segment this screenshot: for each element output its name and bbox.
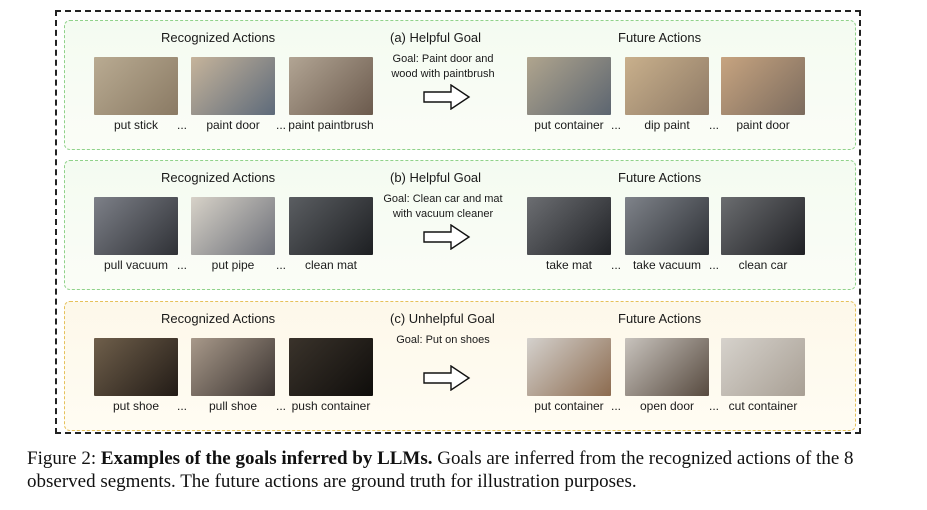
goal-header: (a) Helpful Goal <box>390 30 482 45</box>
recognized-thumbnail-3 <box>289 338 373 396</box>
ellipsis: ... <box>709 399 720 413</box>
future-thumbnail-3 <box>721 338 805 396</box>
figure-frame <box>55 10 861 434</box>
recognized-action-label: push container <box>291 399 371 413</box>
future-action-label: put container <box>534 118 604 132</box>
panel-3: Recognized Actions (c) Unhelpful Goal Futu… <box>64 301 856 431</box>
recognized-action-label: pull vacuum <box>103 258 169 272</box>
future-action-label: take mat <box>545 258 593 272</box>
recognized-thumbnail-1 <box>94 57 178 115</box>
recognized-actions-header: Recognized Actions <box>161 311 276 326</box>
ellipsis: ... <box>611 258 622 272</box>
ellipsis: ... <box>177 399 188 413</box>
right-arrow-icon <box>423 365 471 391</box>
ellipsis: ... <box>177 258 188 272</box>
future-thumbnail-3 <box>721 197 805 255</box>
recognized-action-label: pull shoe <box>208 399 258 413</box>
ellipsis: ... <box>709 258 720 272</box>
ellipsis: ... <box>276 258 287 272</box>
recognized-actions-header: Recognized Actions <box>161 30 276 45</box>
future-thumbnail-2 <box>625 57 709 115</box>
ellipsis: ... <box>611 118 622 132</box>
future-action-label: clean car <box>738 258 788 272</box>
caption-rest: Goals are inferred from the recognized a… <box>27 448 854 492</box>
future-action-label: put container <box>534 399 604 413</box>
future-thumbnail-1 <box>527 338 611 396</box>
right-arrow-icon <box>423 84 471 110</box>
recognized-actions-header: Recognized Actions <box>161 170 276 185</box>
goal-header: (c) Unhelpful Goal <box>390 311 495 326</box>
future-actions-header: Future Actions <box>618 30 702 45</box>
recognized-action-label: paint paintbrush <box>288 118 374 132</box>
caption-prefix: Figure 2: <box>27 448 101 469</box>
ellipsis: ... <box>276 118 287 132</box>
ellipsis: ... <box>611 399 622 413</box>
recognized-action-label: put stick <box>113 118 158 132</box>
future-thumbnail-1 <box>527 57 611 115</box>
right-arrow-icon <box>423 224 471 250</box>
panel-2: Recognized Actions (b) Helpful Goal Future… <box>64 160 856 290</box>
future-action-label: paint door <box>736 118 790 132</box>
goal-text: Goal: Clean car and mat with vacuum clea… <box>383 193 503 220</box>
future-actions-header: Future Actions <box>618 311 702 326</box>
recognized-action-label: put shoe <box>112 399 160 413</box>
ellipsis: ... <box>276 399 287 413</box>
recognized-thumbnail-3 <box>289 57 373 115</box>
goal-text: Goal: Paint door and wood with paintbrus… <box>391 53 495 80</box>
caption-bold: Examples of the goals inferred by LLMs. <box>100 448 433 469</box>
future-thumbnail-3 <box>721 57 805 115</box>
recognized-action-label: clean mat <box>304 258 358 272</box>
recognized-thumbnail-1 <box>94 197 178 255</box>
figure-caption: Figure 2: Examples of the goals inferred… <box>27 447 922 493</box>
ellipsis: ... <box>177 118 188 132</box>
future-thumbnail-2 <box>625 197 709 255</box>
future-action-label: cut container <box>728 399 798 413</box>
future-action-label: dip paint <box>644 118 690 132</box>
goal-header: (b) Helpful Goal <box>390 170 482 185</box>
future-actions-header: Future Actions <box>618 170 702 185</box>
recognized-thumbnail-1 <box>94 338 178 396</box>
panel-1: Recognized Actions (a) Helpful Goal Future… <box>64 20 856 150</box>
ellipsis: ... <box>709 118 720 132</box>
recognized-thumbnail-2 <box>191 57 275 115</box>
future-thumbnail-2 <box>625 338 709 396</box>
goal-text: Goal: Put on shoes <box>396 334 490 346</box>
recognized-thumbnail-3 <box>289 197 373 255</box>
recognized-thumbnail-2 <box>191 197 275 255</box>
future-thumbnail-1 <box>527 197 611 255</box>
future-action-label: take vacuum <box>632 258 702 272</box>
future-action-label: open door <box>639 399 695 413</box>
recognized-action-label: put pipe <box>211 258 255 272</box>
recognized-action-label: paint door <box>206 118 260 132</box>
recognized-thumbnail-2 <box>191 338 275 396</box>
